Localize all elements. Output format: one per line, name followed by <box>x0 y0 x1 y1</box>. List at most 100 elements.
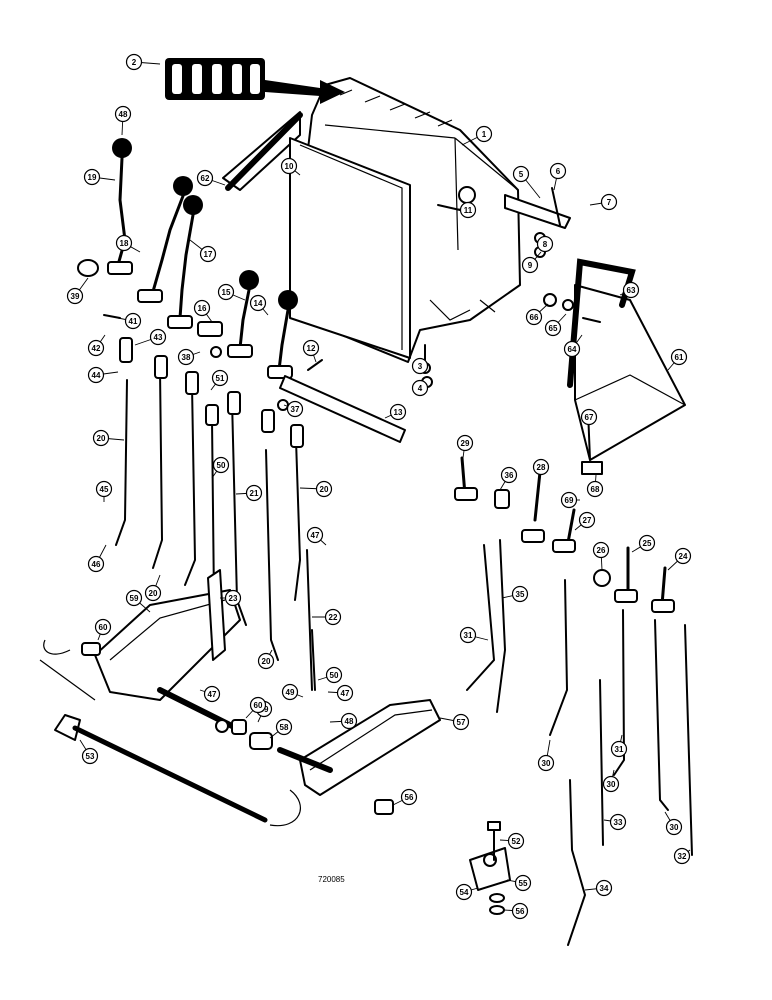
callout-number: 19 <box>88 173 97 182</box>
callout-circle <box>595 879 613 897</box>
callout-circle <box>514 874 532 892</box>
callout-circle <box>389 403 407 421</box>
callout-circle <box>602 775 620 793</box>
callout-number: 66 <box>530 313 539 322</box>
part-callout: 31 <box>459 626 489 644</box>
callout-number: 31 <box>464 631 473 640</box>
callout-circle <box>507 832 525 850</box>
callout-number: 30 <box>542 759 551 768</box>
part-callout: 50 <box>211 456 230 479</box>
callout-number: 68 <box>591 485 600 494</box>
part-callout: 47 <box>306 526 327 546</box>
callout-number: 63 <box>627 286 636 295</box>
pedal-shaft <box>39 639 301 827</box>
callout-circle <box>217 283 235 301</box>
callout-number: 69 <box>565 496 574 505</box>
callout-number: 38 <box>182 353 191 362</box>
callout-circle <box>452 713 470 731</box>
callout-circle <box>315 480 333 498</box>
callout-number: 3 <box>418 362 423 371</box>
callout-circle <box>92 429 110 447</box>
part-callout: 22 <box>312 608 342 626</box>
callout-circle <box>638 534 656 552</box>
small-hardware <box>103 204 601 411</box>
callout-circle <box>600 193 618 211</box>
callout-number: 24 <box>679 552 688 561</box>
callout-circle <box>336 684 354 702</box>
callout-number: 20 <box>97 434 106 443</box>
callout-circle <box>532 458 550 476</box>
callout-circle <box>475 125 493 143</box>
callout-circle <box>87 366 105 384</box>
callout-number: 20 <box>320 485 329 494</box>
part-callout: 20 <box>299 480 333 498</box>
part-callout: 48 <box>329 712 358 730</box>
right-linkage <box>311 456 693 946</box>
callout-number: 4 <box>418 384 423 393</box>
callout-number: 8 <box>543 240 548 249</box>
part-callout: 30 <box>537 739 555 772</box>
part-callout: 54 <box>455 883 479 901</box>
callout-number: 39 <box>71 292 80 301</box>
callout-number: 48 <box>345 717 354 726</box>
callout-circle <box>275 718 293 736</box>
callout-circle <box>306 526 324 544</box>
callout-number: 50 <box>217 461 226 470</box>
part-callout: 45 <box>95 480 113 502</box>
part-callout: 28 <box>532 458 550 481</box>
callout-number: 58 <box>280 723 289 732</box>
drawing-number: 720085 <box>318 875 345 884</box>
callout-circle <box>302 339 320 357</box>
callout-circle <box>149 328 167 346</box>
callout-number: 48 <box>119 110 128 119</box>
part-callout: 34 <box>584 879 613 897</box>
callout-circle <box>115 234 133 252</box>
part-callout: 25 <box>631 534 656 553</box>
part-callout: 2 <box>125 53 161 71</box>
part-callout: 64 <box>563 334 583 358</box>
part-callout: 18 <box>115 234 141 253</box>
callout-circle <box>670 348 688 366</box>
part-callout: 8 <box>536 235 554 253</box>
callout-number: 56 <box>516 907 525 916</box>
part-callout: 62 <box>196 169 226 187</box>
callout-circle <box>578 511 596 529</box>
callout-number: 49 <box>286 688 295 697</box>
callout-circle <box>286 400 304 418</box>
slotted-gate-plate <box>165 58 345 104</box>
callout-number: 13 <box>394 408 403 417</box>
part-callout: 20 <box>92 429 125 447</box>
part-callout: 20 <box>257 649 275 670</box>
callout-number: 43 <box>154 333 163 342</box>
callout-number: 45 <box>100 485 109 494</box>
part-callout: 4 <box>411 379 429 397</box>
part-callout: 58 <box>269 718 293 739</box>
part-callout: 63 <box>619 281 640 299</box>
part-callout: 60 <box>94 618 112 641</box>
callout-number: 60 <box>254 701 263 710</box>
callout-circle <box>459 201 477 219</box>
callout-circle <box>280 157 298 175</box>
callout-circle <box>622 281 640 299</box>
callout-circle <box>125 589 143 607</box>
callout-circle <box>83 168 101 186</box>
callout-number: 2 <box>132 58 137 67</box>
callout-circle <box>224 589 242 607</box>
part-callout: 42 <box>87 334 106 357</box>
callout-circle <box>203 685 221 703</box>
part-callout: 37 <box>283 400 304 418</box>
callout-number: 36 <box>505 471 514 480</box>
callout-number: 47 <box>208 690 217 699</box>
callout-circle <box>549 162 567 180</box>
part-callout: 13 <box>384 403 407 421</box>
part-callout: 31 <box>610 734 628 758</box>
callout-circle <box>281 683 299 701</box>
callout-number: 20 <box>149 589 158 598</box>
callout-number: 15 <box>222 288 231 297</box>
part-callout: 52 <box>499 832 525 850</box>
callout-number: 18 <box>120 239 129 248</box>
callout-circle <box>212 456 230 474</box>
callout-circle <box>455 883 473 901</box>
callout-number: 65 <box>549 324 558 333</box>
